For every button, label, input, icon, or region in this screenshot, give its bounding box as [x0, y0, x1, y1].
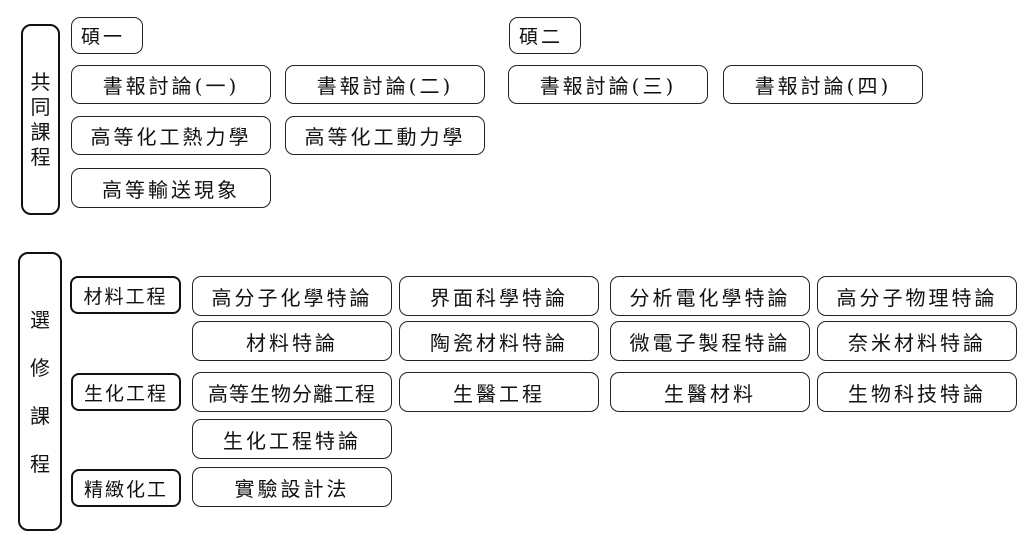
course-transport: 高等輸送現象	[71, 168, 271, 208]
course-seminar-1: 書報討論(一)	[71, 65, 271, 104]
label-char: 修	[30, 355, 50, 380]
course-elective: 材料特論	[192, 321, 392, 361]
label-char: 同	[30, 94, 51, 119]
elective-courses-label: 選 修 課 程	[18, 252, 62, 531]
category-materials: 材料工程	[70, 276, 181, 314]
course-kinetics: 高等化工動力學	[285, 116, 485, 155]
course-elective: 高等生物分離工程	[192, 372, 392, 412]
course-seminar-2: 書報討論(二)	[285, 65, 485, 104]
label-char: 程	[30, 451, 50, 476]
course-elective: 分析電化學特論	[610, 276, 810, 316]
course-elective: 生物科技特論	[817, 372, 1017, 412]
year-2-label: 碩二	[509, 17, 581, 54]
label-char: 課	[30, 119, 51, 144]
course-elective: 界面科學特論	[399, 276, 599, 316]
course-elective: 高分子化學特論	[192, 276, 392, 316]
course-elective: 奈米材料特論	[817, 321, 1017, 361]
course-elective: 生化工程特論	[192, 419, 392, 459]
label-char: 選	[30, 307, 50, 332]
course-seminar-4: 書報討論(四)	[723, 65, 923, 104]
year-1-label: 碩一	[71, 17, 143, 54]
label-char: 共	[30, 69, 51, 94]
label-char: 程	[30, 144, 51, 169]
common-courses-label: 共 同 課 程	[21, 24, 60, 215]
course-elective: 高分子物理特論	[817, 276, 1017, 316]
category-fine-chemical: 精緻化工	[71, 469, 181, 507]
course-elective: 實驗設計法	[192, 467, 392, 507]
course-seminar-3: 書報討論(三)	[508, 65, 708, 104]
category-biochemical: 生化工程	[71, 373, 181, 411]
course-elective: 生醫工程	[399, 372, 599, 412]
label-char: 課	[30, 403, 50, 428]
course-elective: 陶瓷材料特論	[399, 321, 599, 361]
course-elective: 微電子製程特論	[610, 321, 810, 361]
course-elective: 生醫材料	[610, 372, 810, 412]
course-thermodynamics: 高等化工熱力學	[71, 116, 271, 155]
